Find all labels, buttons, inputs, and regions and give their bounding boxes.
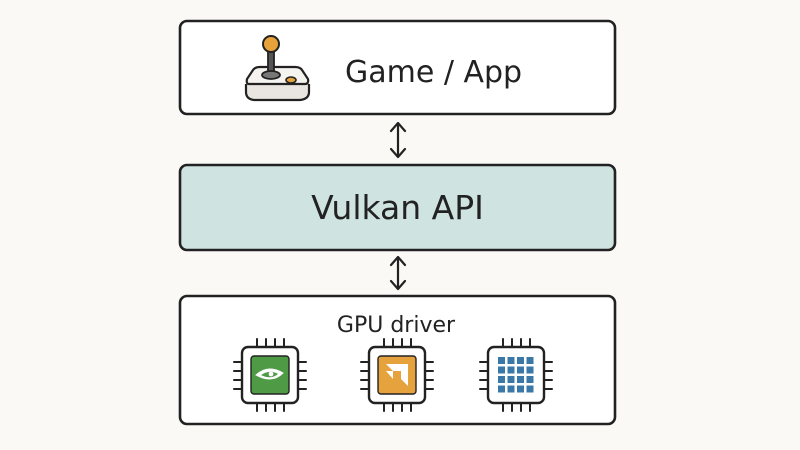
nvidia-chip-icon	[233, 338, 307, 412]
intel-grid-cell	[498, 376, 505, 383]
driver-layer-label: GPU driver	[337, 313, 456, 338]
joystick-button	[285, 76, 297, 84]
arrow-api-driver	[389, 255, 407, 291]
arrow-app-api	[389, 121, 407, 159]
intel-chip-icon	[479, 338, 553, 412]
intel-chip-grid	[498, 357, 534, 393]
app-layer-label: Game / App	[345, 55, 522, 90]
intel-grid-cell	[517, 385, 524, 393]
intel-grid-cell	[526, 366, 534, 374]
intel-grid-cell	[507, 385, 515, 393]
intel-grid-cell	[507, 376, 515, 383]
intel-grid-cell	[507, 357, 515, 364]
joystick-ball	[262, 35, 280, 53]
intel-grid-cell	[517, 366, 524, 374]
intel-grid-cell	[526, 357, 534, 364]
intel-grid-cell	[507, 366, 515, 374]
intel-grid-cell	[498, 357, 505, 364]
intel-grid-cell	[517, 357, 524, 364]
intel-grid-cell	[526, 376, 534, 383]
intel-grid-cell	[517, 376, 524, 383]
amd-chip-icon	[360, 338, 434, 412]
intel-grid-cell	[526, 385, 534, 393]
joystick-icon	[244, 35, 311, 102]
api-layer-box	[178, 163, 617, 252]
api-layer: Vulkan API	[178, 163, 617, 252]
intel-grid-cell	[498, 366, 505, 374]
driver-layer: GPU driver	[178, 294, 617, 426]
amd-chip-core	[377, 355, 417, 395]
api-layer-label: Vulkan API	[311, 188, 484, 227]
intel-grid-cell	[498, 385, 505, 393]
app-layer: Game / App	[178, 19, 617, 116]
